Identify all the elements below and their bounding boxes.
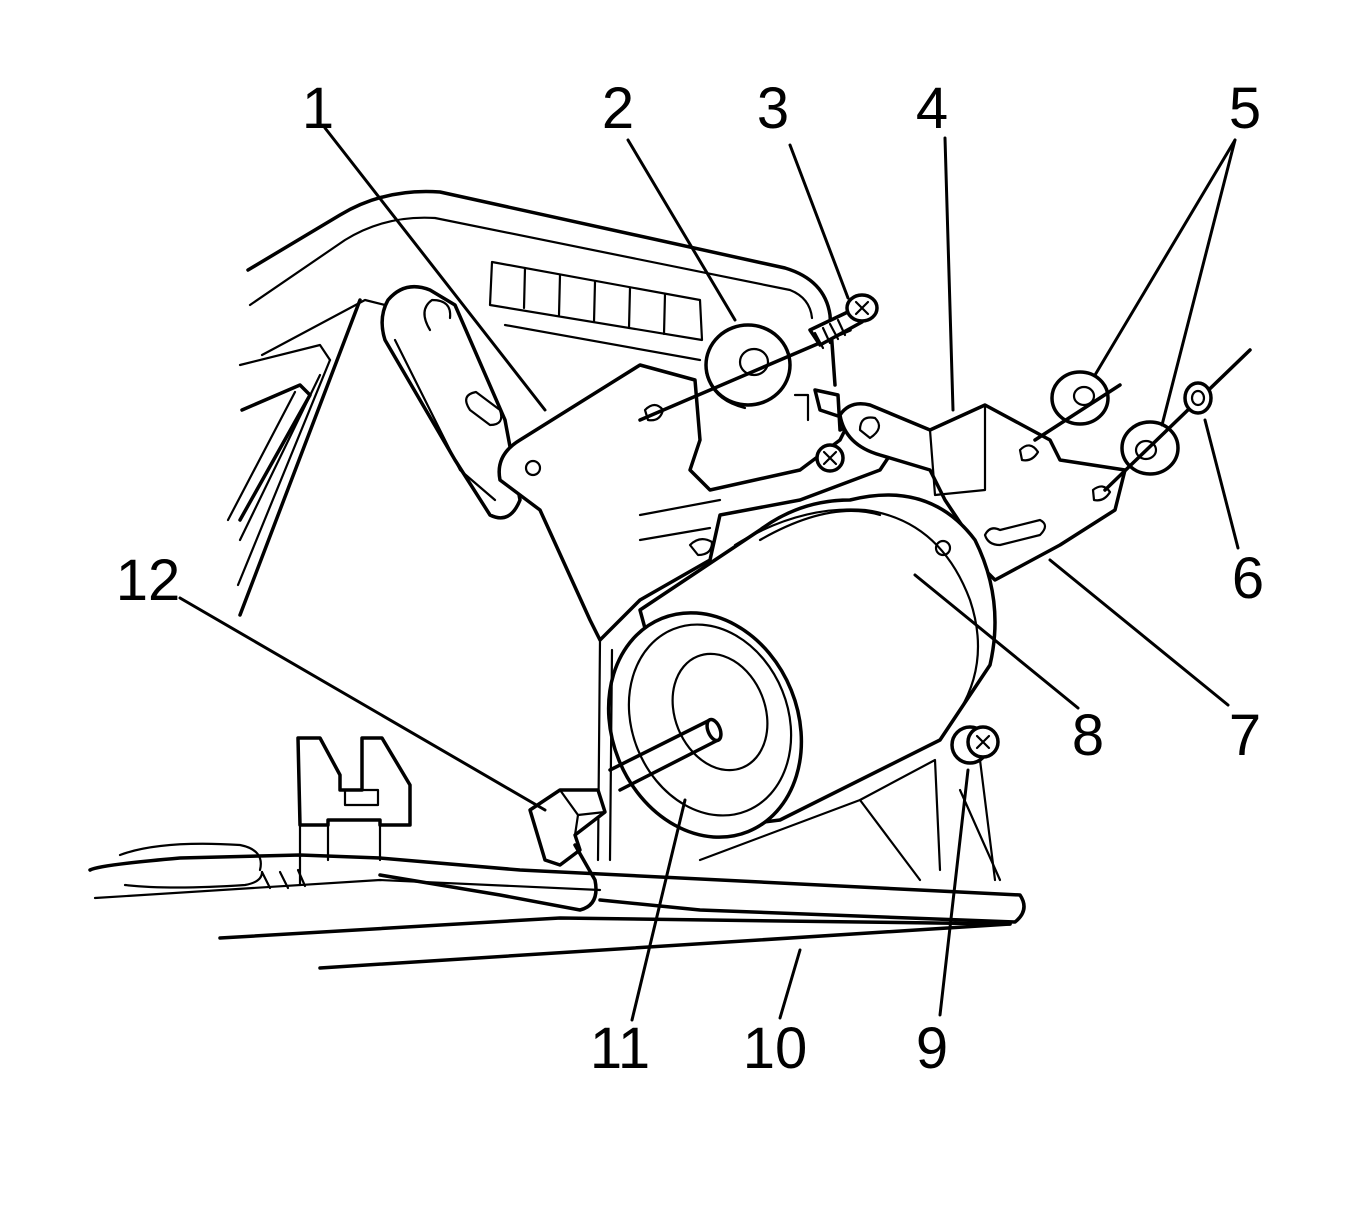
callout-9: 9 — [916, 1016, 948, 1081]
leader-7 — [1048, 558, 1230, 707]
leader-10 — [778, 948, 802, 1020]
leader-5b — [1160, 138, 1237, 427]
blower-motor — [596, 493, 997, 862]
callout-7: 7 — [1229, 703, 1261, 768]
housing-outline — [226, 189, 837, 617]
actuator-bracket — [838, 402, 1127, 582]
leader-5a — [1093, 138, 1237, 377]
lower-panel — [88, 736, 1026, 970]
callout-11: 11 — [590, 1016, 650, 1081]
callout-3: 3 — [757, 76, 789, 141]
leader-9 — [938, 768, 970, 1017]
leader-12 — [178, 596, 547, 812]
leader-3 — [788, 143, 850, 300]
leader-2 — [626, 138, 737, 322]
motor-support — [698, 758, 1002, 882]
callout-10: 10 — [743, 1016, 808, 1081]
fasteners — [638, 293, 1252, 765]
leader-1 — [323, 126, 547, 412]
leader-6 — [1203, 418, 1240, 550]
leader-4 — [943, 136, 955, 412]
leader-lines — [178, 126, 1240, 1022]
leader-11 — [630, 798, 687, 1022]
callout-6: 6 — [1232, 546, 1264, 611]
leader-8 — [913, 573, 1080, 710]
callout-8: 8 — [1072, 703, 1104, 768]
link-arm — [380, 284, 522, 520]
callout-5: 5 — [1229, 76, 1261, 141]
electrical-connector — [378, 788, 607, 912]
callout-12: 12 — [116, 548, 181, 613]
callout-2: 2 — [602, 76, 634, 141]
callout-1: 1 — [302, 76, 334, 141]
callout-labels: 1 2 3 4 5 6 7 8 9 10 11 12 — [116, 76, 1264, 1081]
callout-4: 4 — [916, 76, 948, 141]
